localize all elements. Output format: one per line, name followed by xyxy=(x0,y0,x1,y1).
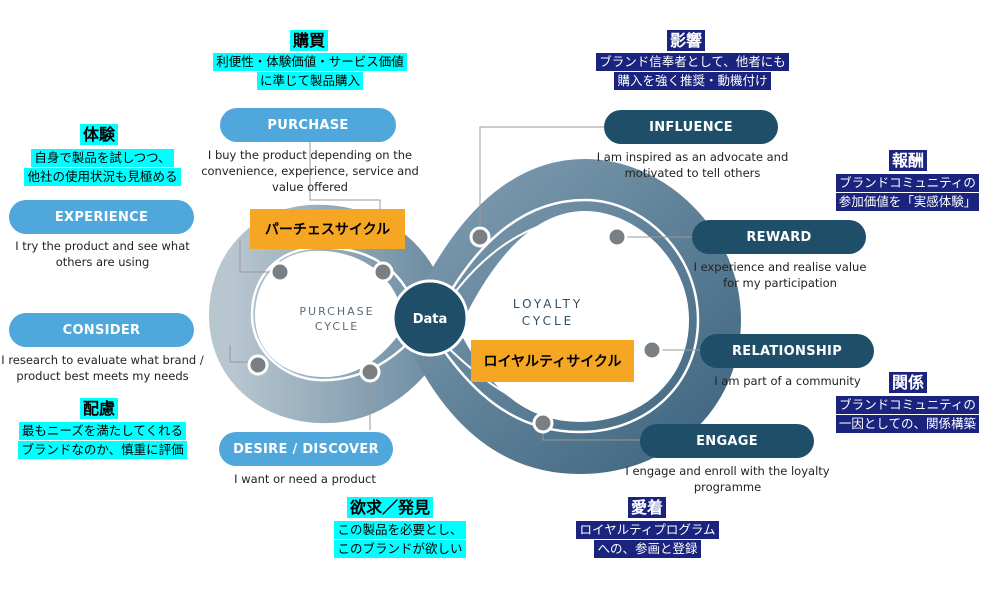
jp-purchase-box: 利便性・体験価値・サービス価値に準じて製品購入 xyxy=(195,53,425,91)
loyalty-cycle-ring xyxy=(404,159,741,474)
jp-desire-box: この製品を必要とし、このブランドが欲しい xyxy=(310,521,490,559)
purchase-cycle-label-2: CYCLE xyxy=(315,320,359,333)
marker-experience xyxy=(269,261,291,283)
jp-influence-title: 影響 xyxy=(667,30,706,51)
jp-engage-box: ロイヤルティプログラムへの、参画と登録 xyxy=(560,521,735,559)
stage-relationship-pill: RELATIONSHIP xyxy=(700,334,874,368)
jp-engage-title: 愛着 xyxy=(628,497,667,518)
jp-reward-box: ブランドコミュニティの参加価値を「実感体験」 xyxy=(815,174,1000,212)
marker-influence xyxy=(469,226,491,248)
marker-engage xyxy=(532,412,554,434)
purchase-cycle-orange-label: パーチェスサイクル xyxy=(250,209,405,249)
marker-consider xyxy=(247,354,269,376)
stage-purchase-pill: PURCHASE xyxy=(220,108,396,142)
jp-consider-box: 最もニーズを満たしてくれるブランドなのか、慎重に評価 xyxy=(5,422,200,460)
jp-desire-title: 欲求／発見 xyxy=(347,497,434,518)
jp-experience-title: 体験 xyxy=(80,124,119,145)
loyalty-cycle-orange-label: ロイヤルティサイクル xyxy=(471,340,634,382)
marker-relationship xyxy=(641,339,663,361)
stage-markers xyxy=(247,226,663,434)
stage-consider-pill: CONSIDER xyxy=(9,313,194,347)
stage-experience-pill: EXPERIENCE xyxy=(9,200,194,234)
jp-influence-box: ブランド信奉者として、他者にも購入を強く推奨・動機付け xyxy=(575,53,810,91)
marker-desire xyxy=(359,361,381,383)
loyalty-cycle-label-2: CYCLE xyxy=(522,314,575,328)
stage-reward-pill: REWARD xyxy=(692,220,866,254)
jp-reward-title: 報酬 xyxy=(889,150,928,171)
jp-consider-title: 配慮 xyxy=(80,398,119,419)
stage-desire-pill: DESIRE / DISCOVER xyxy=(219,432,393,466)
stage-engage-pill: ENGAGE xyxy=(640,424,814,458)
data-hub-label: Data xyxy=(413,312,448,327)
stage-desire-desc: I want or need a product xyxy=(234,472,376,486)
stage-influence-pill: INFLUENCE xyxy=(604,110,778,144)
jp-purchase-title: 購買 xyxy=(290,30,329,51)
stage-consider-desc: I research to evaluate what brand /produ… xyxy=(1,353,204,383)
stage-relationship-desc: I am part of a community xyxy=(714,374,861,388)
loyalty-cycle-label-1: LOYALTY xyxy=(513,297,583,311)
marker-purchase xyxy=(372,261,394,283)
jp-relationship-title: 関係 xyxy=(889,372,928,393)
jp-relationship-box: ブランドコミュニティの一因としての、関係構築 xyxy=(815,396,1000,434)
jp-experience-box: 自身で製品を試しつつ、他社の使用状況も見極める xyxy=(5,149,200,187)
purchase-arrow-icon xyxy=(338,255,362,276)
purchase-cycle-label-1: PURCHASE xyxy=(299,305,374,318)
data-hub xyxy=(391,279,469,357)
marker-reward xyxy=(606,226,628,248)
